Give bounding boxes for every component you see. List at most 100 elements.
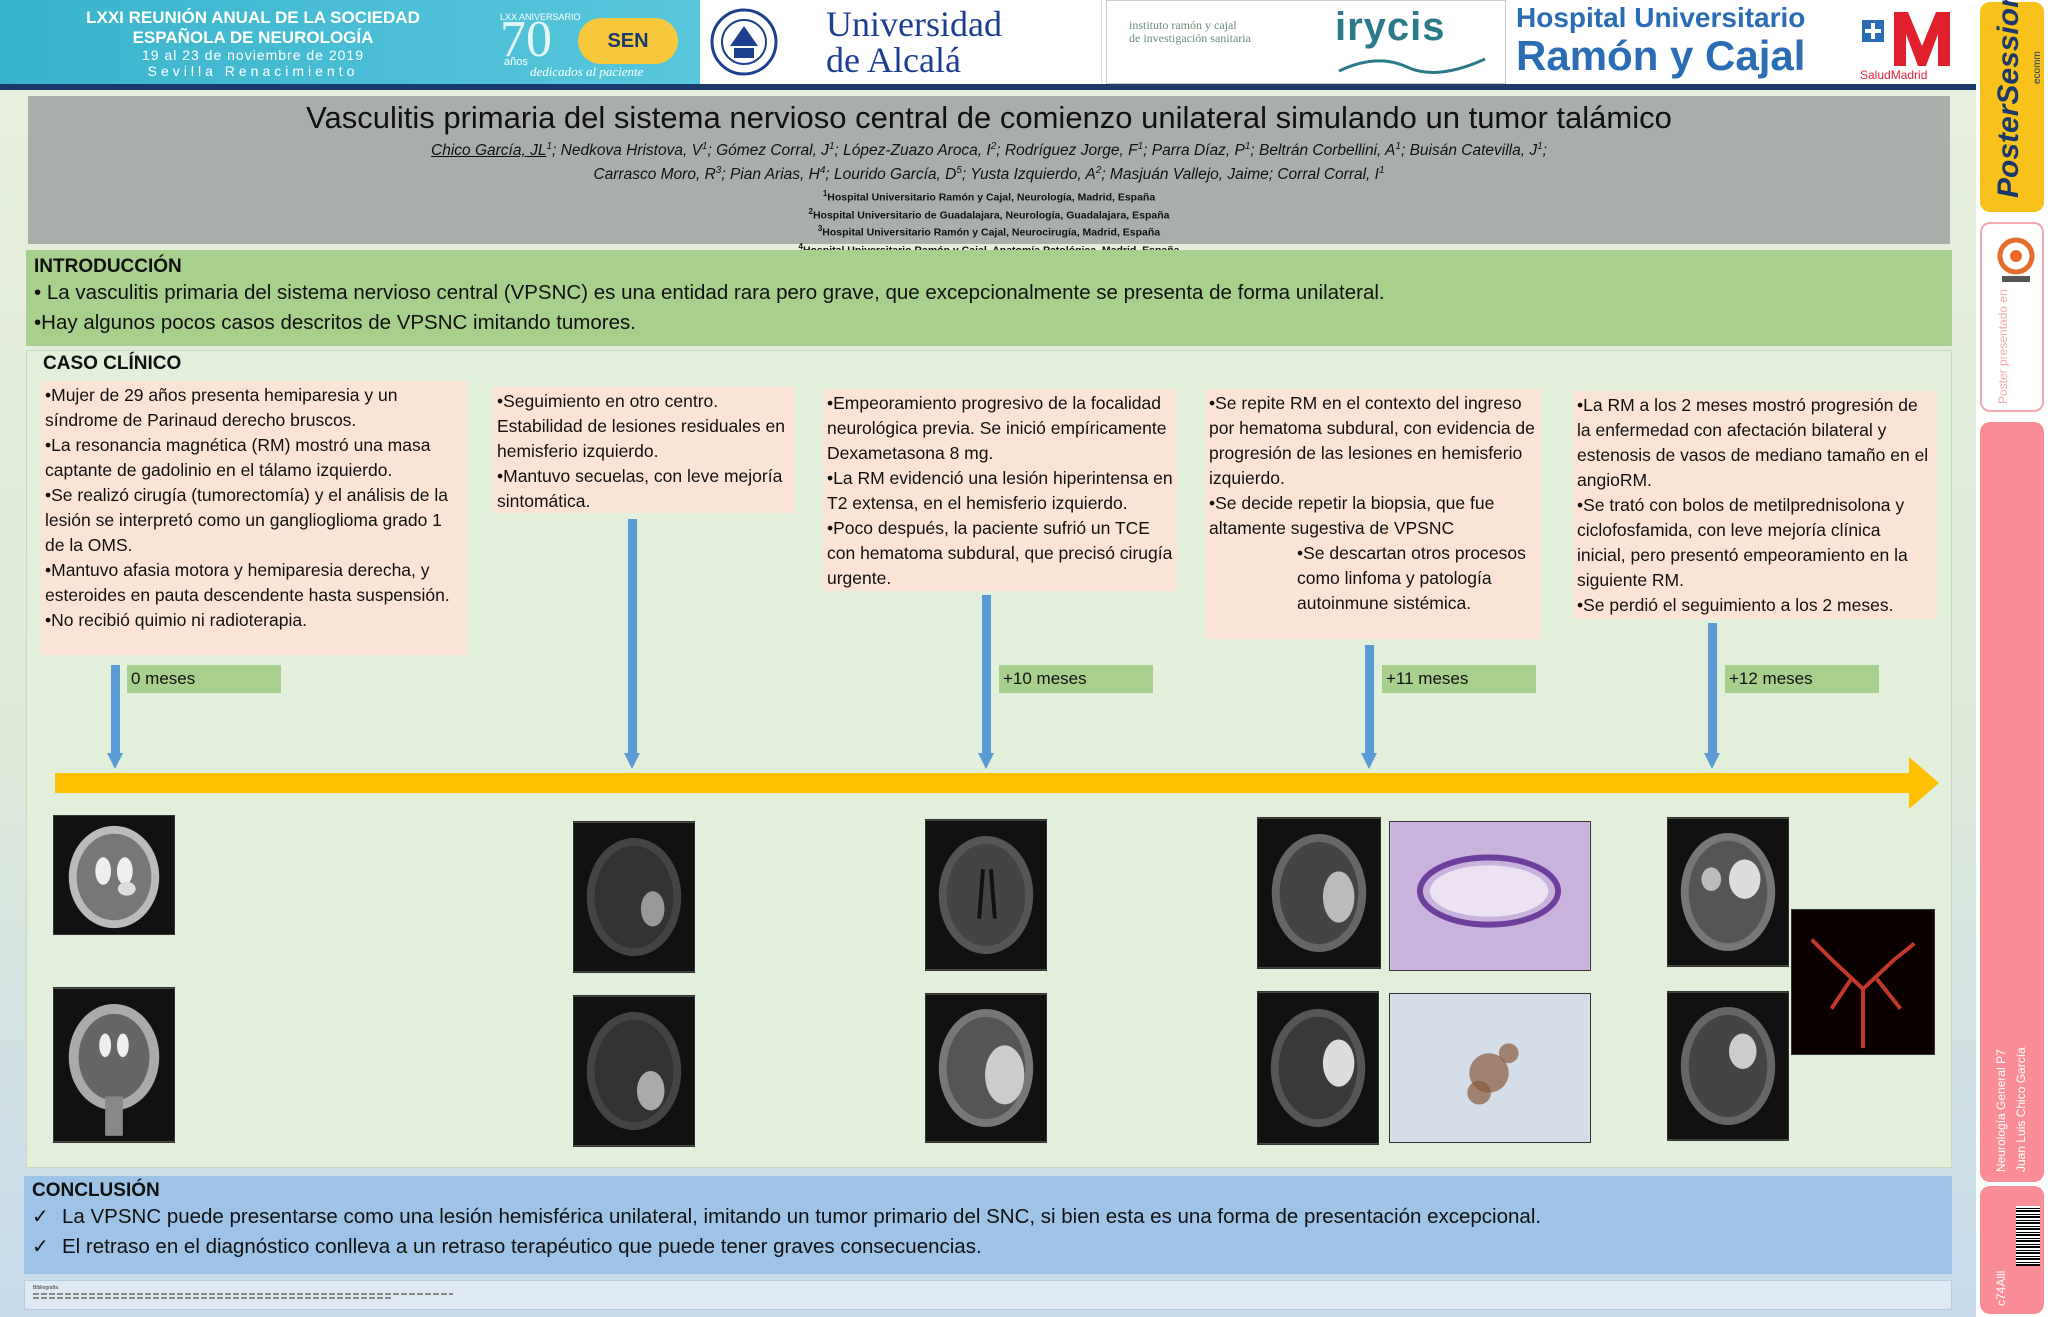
conclusion-section: CONCLUSIÓN ✓La VPSNC puede presentarse c… [24,1176,1952,1274]
bibliography-ref [33,1297,393,1299]
timeline-graphic [55,519,1939,809]
congress-venue: Sevilla Renacimiento [147,63,359,79]
timeline-connectors [107,519,1720,769]
irycis-text2: de investigación sanitaria [1129,31,1251,45]
affiliation-line: 2Hospital Universitario de Guadalajara, … [28,205,1950,223]
affiliation-text: Hospital Universitario Ramón y Cajal, Ne… [822,226,1161,239]
irycis-logo: instituto ramón y cajal de investigación… [1106,0,1506,84]
case-text: •La RM a los 2 meses mostró progresión d… [1577,395,1929,490]
author-name: ; López-Zuazo Aroca, I [834,142,991,160]
author-name: ; Rodríguez Jorge, F [996,142,1138,160]
checkmark-icon: ✓ [32,1206,49,1228]
sidebar-brand-small: ecomm [2032,51,2043,84]
university-seal-icon [710,8,778,76]
mri-axial-bilateral-image-2 [1667,991,1789,1141]
bibliography-ref [33,1293,453,1295]
author-affiliation-index: 1 [1244,141,1251,152]
authors-line1: Chico García, JL1; Nedkova Hristova, V1;… [28,137,1950,161]
irycis-text1: instituto ramón y cajal [1129,18,1237,32]
hospital-line2: Ramón y Cajal [1516,32,1806,79]
sidebar-code: c74Alll [1994,1270,2008,1306]
case-box-1: •Mujer de 29 años presenta hemiparesia y… [41,381,467,655]
connector-arrow-3 [982,595,991,755]
author-affiliation-index: 1 [546,141,553,152]
histology-he-image [1389,821,1591,971]
barcode-icon [2016,1206,2040,1266]
sidebar-presented-block: Poster presentado en [1980,222,2044,412]
connector-head-3 [978,753,994,769]
authors-line2: Carrasco Moro, R3; Pian Arias, H4; Louri… [28,161,1950,185]
mri-axial-flair-image-1 [573,821,695,973]
header-divider [0,84,1976,90]
author-affiliation-index: 1 [828,141,835,152]
case-text: •Se descartan otros procesos como linfom… [1297,543,1526,613]
connector-arrow-5 [1708,623,1717,755]
clinical-case-section: CASO CLÍNICO [26,350,1952,1168]
case-text: •Se repite RM en el contexto del ingreso… [1209,393,1535,488]
sen-anos: años [504,56,528,68]
sidebar-presented-label: Poster presentado en [1996,289,2010,404]
sidebar-brand: PosterSessionOnline [1992,0,2025,198]
bibliography-section: Bibliografía [24,1280,1952,1310]
mri-axial-bilateral-image-1 [1667,817,1789,967]
congress-name: LXXI REUNIÓN ANUAL DE LA SOCIEDAD ESPAÑO… [28,8,478,48]
salud-madrid-label: SaludMadrid [1860,68,1928,82]
affiliation-index: 3 [817,224,823,234]
affiliation-text: Hospital Universitario Ramón y Cajal, Ne… [827,191,1156,204]
author-affiliation-index: 2 [1095,165,1102,177]
case-box-3: •Empeoramiento progresivo de la focalida… [823,389,1177,591]
case-text: •Mujer de 29 años presenta hemiparesia y… [45,385,398,430]
case-text: •La resonancia magnética (RM) mostró una… [45,435,431,480]
connector-head-5 [1704,753,1720,769]
intro-line: •Hay algunos pocos casos descritos de VP… [34,311,636,334]
time-marker: +10 meses [999,665,1153,693]
sen-aniversario: LXX ANIVERSARIO [500,12,581,22]
mri-coronal-t2-image [53,987,175,1143]
sen-logo: LXX ANIVERSARIO 70 años SEN dedicados al… [490,4,695,80]
connector-arrow-4 [1365,645,1374,755]
author-name: ; Parra Díaz, P [1143,142,1245,160]
congress-line2: ESPAÑOLA DE NEUROLOGÍA [132,28,374,47]
case-text: •Se perdió el seguimiento a los 2 meses. [1577,595,1894,615]
case-box-2: •Seguimiento en otro centro. Estabilidad… [493,387,795,513]
case-text: •Empeoramiento progresivo de la focalida… [827,393,1167,463]
case-box-5: •La RM a los 2 meses mostró progresión d… [1573,391,1937,619]
author-affiliation-index: 1 [1378,165,1385,177]
affiliation-text: Hospital Universitario de Guadalajara, N… [812,209,1170,222]
author-affiliation-index: 3 [715,165,722,177]
timeline-axis-arrow [55,757,1939,809]
author-name: Carrasco Moro, R [593,166,716,184]
author-name: ; Lourido García, D [825,166,957,184]
sen-mini-logo-icon [1997,237,2035,282]
author-name: ; Pian Arias, H [721,166,820,184]
affiliation-line: 3Hospital Universitario Ramón y Cajal, N… [28,222,1950,240]
congress-line1: LXXI REUNIÓN ANUAL DE LA SOCIEDAD [86,8,420,27]
sen-seventy: 70 [500,11,552,68]
sen-dedicated: dedicados al paciente [530,64,644,79]
author-name: ; Nedkova Hristova, V [552,142,702,160]
case-text: •Se trató con bolos de metilprednisolona… [1577,495,1908,590]
header-logos: LXXI REUNIÓN ANUAL DE LA SOCIEDAD ESPAÑO… [0,0,1976,90]
case-text: •Se decide repetir la biopsia, que fue a… [1209,493,1495,538]
histology-ihc-image [1389,993,1591,1143]
intro-line: • La vasculitis primaria del sistema ner… [34,281,1385,304]
conclusion-text: El retraso en el diagnóstico conlleva a … [62,1235,982,1258]
university-line2: de Alcalá [826,40,961,80]
hospital-logo: Hospital Universitario Ramón y Cajal Sal… [1510,0,1976,84]
case-text: •Mantuvo secuelas, con leve mejoría sint… [497,466,783,511]
conclusion-line: ✓El retraso en el diagnóstico conlleva a… [32,1232,1944,1262]
hospital-name: Hospital Universitario Ramón y Cajal [1516,2,1805,78]
poster-authors: Chico García, JL1; Nedkova Hristova, V1;… [28,137,1950,185]
affiliation-index: 1 [822,189,828,199]
irycis-wordmark: irycis [1335,5,1446,49]
mri-axial-t2-extensive-image [925,993,1047,1143]
poster-sidebar: PosterSessionOnline ecomm Poster present… [1976,0,2048,1317]
intro-title: INTRODUCCIÓN [34,256,182,277]
affiliation-index: 4 [798,241,803,251]
time-marker: 0 meses [127,665,281,693]
author-name: ; Buisán Catevilla, J [1400,142,1538,160]
time-marker: +12 meses [1725,665,1879,693]
irycis-swoosh-icon [1338,57,1486,74]
bibliography-title: Bibliografía [33,1285,59,1291]
title-block: Vasculitis primaria del sistema nervioso… [28,96,1950,274]
